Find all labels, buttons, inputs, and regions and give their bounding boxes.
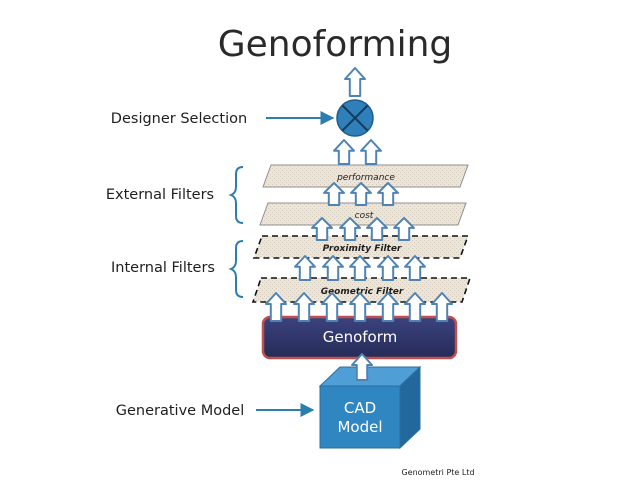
selector-icon bbox=[336, 99, 374, 137]
selection-arrow bbox=[333, 139, 355, 165]
output-arrow bbox=[344, 67, 366, 97]
internal-filters-brace bbox=[228, 240, 244, 298]
cost-filter-label: cost bbox=[355, 211, 374, 221]
proximity-arrow bbox=[377, 255, 399, 281]
proximity-arrow bbox=[404, 255, 426, 281]
diagram-title: Genoforming bbox=[218, 24, 453, 65]
selection-arrow bbox=[360, 139, 382, 165]
proximity-arrow bbox=[349, 255, 371, 281]
cost-arrow bbox=[311, 217, 333, 241]
proximity-arrow bbox=[294, 255, 316, 281]
geometric-arrow bbox=[321, 292, 343, 322]
performance-arrow bbox=[323, 182, 345, 206]
geometric-arrow bbox=[377, 292, 399, 322]
geometric-arrow bbox=[404, 292, 426, 322]
credit-text: Genometri Pte Ltd bbox=[401, 468, 474, 477]
flow-arrows bbox=[265, 67, 453, 381]
geometric-arrow bbox=[349, 292, 371, 322]
performance-arrow bbox=[377, 182, 399, 206]
proximity-arrow bbox=[322, 255, 344, 281]
proximity-filter bbox=[252, 235, 470, 259]
cost-arrow bbox=[366, 217, 388, 241]
geometric-arrow bbox=[265, 292, 287, 322]
performance-filter bbox=[262, 164, 469, 188]
cad-output-arrow bbox=[351, 353, 373, 381]
external-filters-label: External Filters bbox=[106, 187, 214, 203]
geometric-arrow bbox=[431, 292, 453, 322]
cad-model-label-line1: CAD bbox=[344, 399, 376, 417]
cost-filter bbox=[259, 202, 467, 226]
external-filters-brace bbox=[228, 166, 244, 224]
internal-filters-label: Internal Filters bbox=[111, 260, 215, 276]
geometric-arrow bbox=[293, 292, 315, 322]
cost-arrow bbox=[339, 217, 361, 241]
cost-arrow bbox=[393, 217, 415, 241]
geometric-filter-label: Geometric Filter bbox=[321, 287, 404, 297]
performance-arrow bbox=[350, 182, 372, 206]
performance-filter-label: performance bbox=[336, 173, 395, 183]
proximity-filter-label: Proximity Filter bbox=[323, 244, 402, 254]
designer-selection-label: Designer Selection bbox=[111, 111, 247, 127]
cad-model-cube bbox=[318, 365, 422, 450]
generative-model-label: Generative Model bbox=[116, 403, 244, 419]
cad-model-label-line2: Model bbox=[337, 418, 382, 436]
genoform-label: Genoform bbox=[323, 328, 398, 346]
